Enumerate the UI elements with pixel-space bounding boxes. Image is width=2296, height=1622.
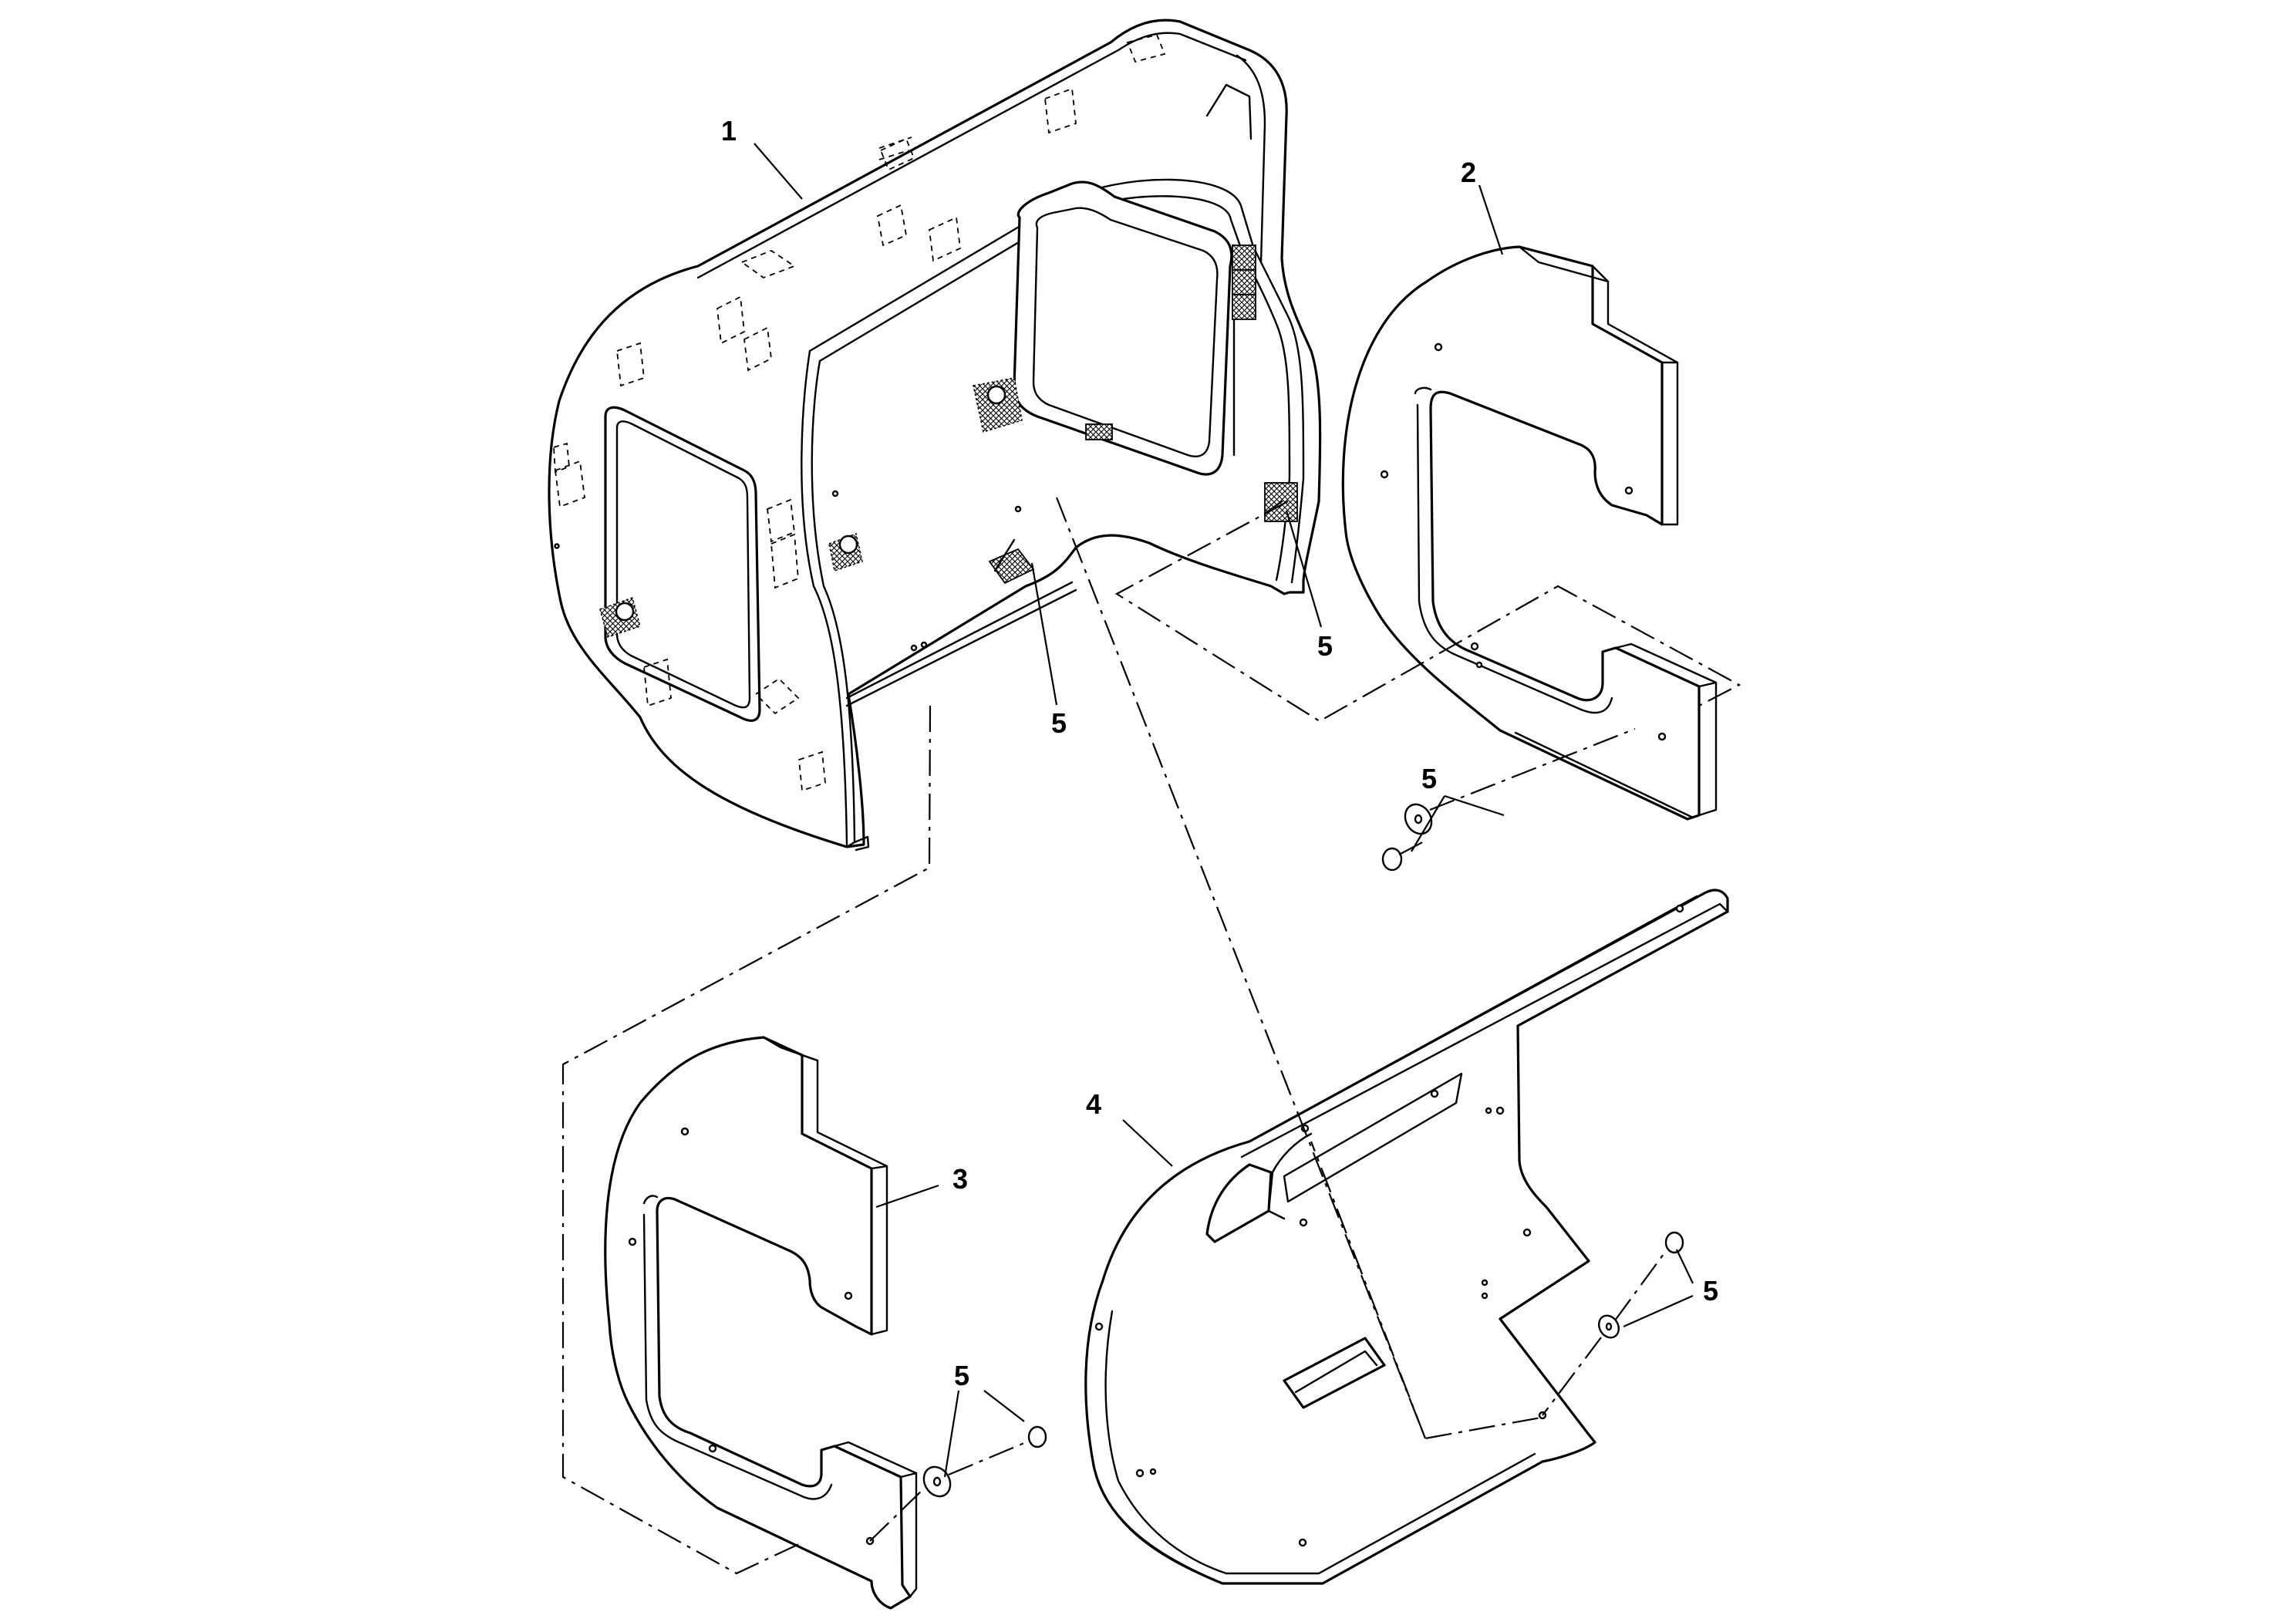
lower-cover-part — [1084, 889, 1729, 1585]
hood-cover-part — [548, 19, 1322, 851]
label-fastener-a: 5 — [1051, 707, 1067, 739]
assembly-centerlines — [561, 497, 1741, 1575]
item-labels: 1 2 3 4 5 5 5 5 5 — [721, 115, 1718, 1391]
label-fastener-d: 5 — [954, 1360, 969, 1391]
label-part-1: 1 — [721, 115, 737, 147]
right-side-panel-part — [1341, 245, 1718, 821]
label-fastener-e: 5 — [1703, 1275, 1718, 1307]
fastener-set-left — [869, 1425, 1047, 1542]
left-side-panel-part — [604, 1036, 918, 1610]
fastener-set-bottom — [1542, 1231, 1684, 1416]
label-fastener-b: 5 — [1317, 630, 1333, 662]
leader-lines — [754, 143, 1694, 1478]
label-fastener-c: 5 — [1421, 763, 1437, 794]
label-part-2: 2 — [1461, 157, 1476, 188]
label-part-4: 4 — [1086, 1088, 1101, 1120]
label-part-3: 3 — [952, 1163, 968, 1195]
